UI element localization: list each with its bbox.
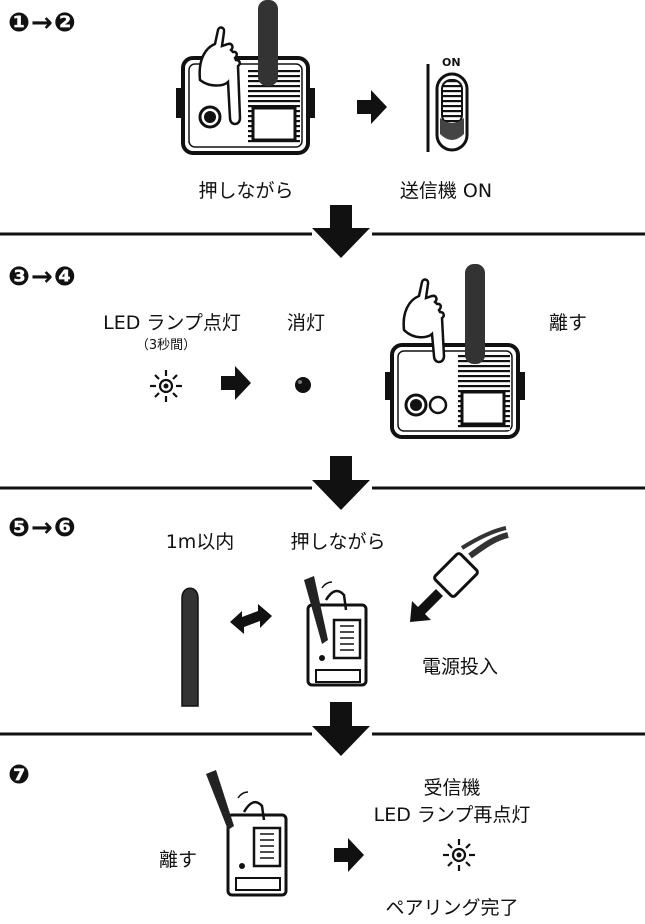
pairing-complete-label: ペアリング完了 (385, 897, 519, 919)
distance-label: 1m以内 (165, 531, 235, 553)
receiver-pressed (304, 576, 368, 687)
power-cable-icon (433, 526, 509, 598)
led-duration-label: （3秒間） (135, 338, 197, 353)
arrow-right-icon (357, 90, 387, 124)
press-label: 押しながら (290, 531, 386, 553)
transmitter-pressed (176, 0, 315, 155)
receiver-label: 受信機 (423, 777, 481, 799)
arrow-diagonal-icon (410, 589, 443, 622)
led-off-icon (295, 377, 311, 393)
arrow-right-icon (221, 366, 251, 400)
power-on-label: 電源投入 (421, 656, 499, 678)
step-badge-7: ❼ (8, 760, 32, 790)
arrow-right-icon (334, 838, 364, 872)
step-badge-3-4: ❸→❹ (8, 262, 77, 292)
led-on-label: LED ランプ点灯 (103, 312, 241, 334)
receiver-released (206, 770, 288, 897)
press-label: 押しながら (198, 180, 294, 202)
antenna-icon (181, 587, 199, 707)
double-arrow-icon (230, 604, 272, 634)
arrow-down-icon (312, 456, 370, 510)
arrow-down-icon (312, 205, 370, 258)
led-off-label: 消灯 (286, 312, 326, 334)
led-relit-label: LED ランプ再点灯 (373, 804, 531, 826)
arrow-down-icon (312, 702, 370, 756)
step-badge-1-2: ❶→❷ (8, 8, 77, 38)
release-label: 離す (548, 312, 588, 334)
power-switch (426, 64, 469, 152)
led-relit-icon (443, 839, 475, 871)
transmitter-released (385, 264, 525, 439)
led-lit-icon (150, 370, 182, 402)
transmitter-on-label: 送信機 ON (399, 180, 493, 202)
step-badge-5-6: ❺→❻ (8, 513, 77, 543)
switch-on-label: ON (442, 56, 461, 69)
release-label: 離す (158, 849, 198, 871)
